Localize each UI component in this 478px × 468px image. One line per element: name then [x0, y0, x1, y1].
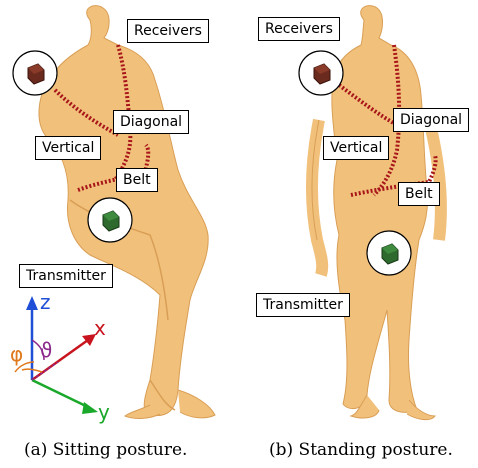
standing-figure [239, 0, 478, 430]
caption-sitting: (a) Sitting posture. [24, 440, 187, 460]
sitting-transmitter-label: Transmitter [19, 264, 113, 288]
standing-belt-label: Belt [398, 182, 440, 206]
standing-transmitter-label: Transmitter [256, 293, 350, 317]
panel-standing: Receivers Diagonal Vertical Belt Transmi… [239, 0, 478, 430]
sitting-receiver-callout [13, 51, 57, 95]
sitting-figure [0, 0, 239, 430]
sitting-diagonal-label: Diagonal [113, 110, 189, 134]
standing-receivers-label: Receivers [258, 17, 340, 41]
axis-phi-label: φ [10, 344, 23, 364]
standing-diagonal-label: Diagonal [393, 108, 469, 132]
panel-sitting: Receivers Diagonal Vertical Belt Transmi… [0, 0, 239, 430]
axis-theta-label: ϑ [40, 340, 52, 360]
coordinate-axes [15, 296, 98, 414]
caption-standing: (b) Standing posture. [269, 440, 453, 460]
sitting-belt-label: Belt [116, 168, 158, 192]
sitting-transmitter-callout [88, 198, 132, 242]
standing-vertical-label: Vertical [323, 136, 389, 160]
standing-transmitter-callout [367, 231, 411, 275]
sitting-receivers-label: Receivers [127, 19, 209, 43]
axis-x-label: x [94, 318, 106, 338]
sitting-vertical-label: Vertical [35, 136, 101, 160]
standing-receiver-callout [299, 51, 343, 95]
axis-y-label: y [98, 402, 110, 422]
axis-z-label: z [40, 292, 51, 312]
